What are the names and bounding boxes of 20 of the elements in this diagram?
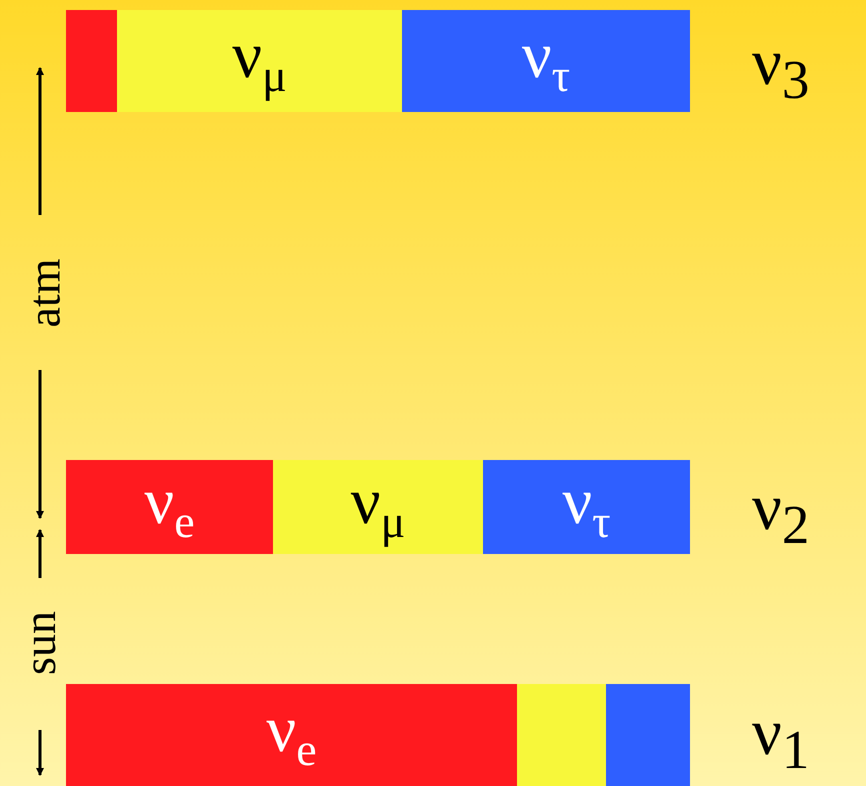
mass-state-label: ν$_{1}$ bbox=[752, 700, 810, 778]
scale-label: sun bbox=[16, 611, 63, 675]
bar-segment bbox=[517, 684, 606, 786]
bar-segment bbox=[606, 684, 690, 786]
flavour-segment bbox=[66, 460, 273, 554]
flavour-segment bbox=[117, 10, 402, 112]
mass-state-label: ν$_{2}$ bbox=[752, 475, 810, 552]
flavour-symbol: ν$_{τ}$ bbox=[522, 22, 570, 100]
bar-segment bbox=[66, 10, 117, 112]
flavour-segment bbox=[273, 460, 483, 554]
scale-label: atm bbox=[22, 258, 68, 328]
flavour-segment bbox=[483, 460, 690, 554]
flavour-symbol: ν$_{μ}$ bbox=[350, 468, 406, 546]
flavour-segment bbox=[66, 684, 517, 786]
flavour-symbol: ν$_{μ}$ bbox=[232, 22, 287, 100]
flavour-symbol: ν$_{τ}$ bbox=[562, 468, 611, 546]
flavour-segment bbox=[402, 10, 690, 112]
mass-state-label: ν$_{3}$ bbox=[752, 30, 810, 108]
flavour-symbol: ν$_{e}$ bbox=[144, 468, 195, 546]
flavour-symbol: ν$_{e}$ bbox=[266, 696, 317, 774]
